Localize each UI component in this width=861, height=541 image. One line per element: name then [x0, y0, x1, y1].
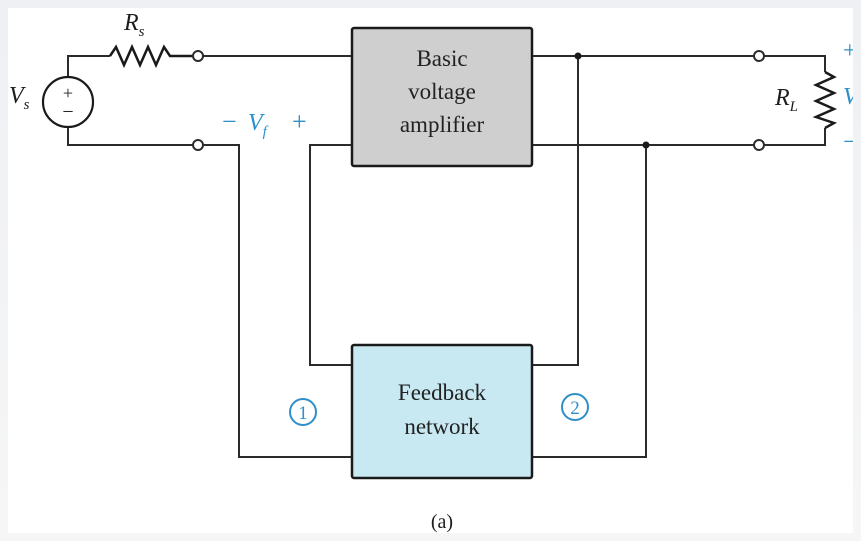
rs-label: Rs [123, 10, 145, 40]
voltage-source [41, 75, 95, 129]
source-minus-sign: − [62, 101, 73, 123]
wire-amp-bottom-to-feedback [309, 144, 352, 366]
junction-dot-top [574, 52, 582, 60]
wire-input-to-feedback [203, 144, 352, 458]
wire-source-bottom [67, 120, 193, 146]
vf-minus-sign: − [222, 107, 237, 136]
basic-voltage-amplifier-block [350, 26, 534, 168]
rs-label-sub: s [139, 24, 145, 40]
vs-label: Vs [9, 83, 30, 113]
output-terminal-top [753, 50, 765, 62]
figure-canvas: + − Basic voltage amplifier [8, 8, 853, 533]
rs-resistor [108, 43, 193, 69]
input-terminal-bottom [192, 139, 204, 151]
rs-label-main: R [123, 10, 139, 36]
wire-source-top [67, 55, 110, 84]
rl-label-main: R [774, 85, 790, 111]
vo-plus-sign: + [843, 38, 853, 64]
port-2-marker [561, 393, 589, 421]
wire-feedback-bottom-tap [532, 145, 647, 458]
rl-label: RL [774, 85, 798, 115]
source-plus-sign: + [63, 83, 73, 103]
amp-label-line-1: Basic [416, 46, 467, 71]
port-2-label: 2 [570, 398, 580, 419]
output-terminal-bottom [753, 139, 765, 151]
feedback-network-block [350, 343, 534, 480]
wire-load [764, 55, 826, 146]
vf-label: Vf [248, 110, 269, 140]
vo-minus-sign: − [843, 127, 853, 156]
port-1-marker [289, 398, 317, 426]
rl-resistor [812, 70, 838, 130]
feedback-amplifier-diagram: + − Basic voltage amplifier [9, 10, 853, 533]
vo-label: V [843, 84, 853, 110]
figure-caption: (a) [431, 511, 453, 533]
vf-label-main: V [248, 110, 265, 136]
vs-label-sub: s [24, 97, 30, 113]
input-terminal-top [192, 50, 204, 62]
vs-label-main: V [9, 83, 26, 109]
vf-plus-sign: + [292, 107, 307, 136]
feedback-label-line-1: Feedback [398, 380, 487, 405]
rl-label-sub: L [789, 99, 798, 115]
wire-feedback-top-tap [532, 56, 579, 366]
port-1-label: 1 [298, 403, 308, 424]
amp-label-line-3: amplifier [400, 112, 485, 137]
feedback-label-line-2: network [404, 414, 480, 439]
amp-label-line-2: voltage [408, 79, 476, 104]
junction-dot-bottom [642, 141, 650, 149]
vf-label-sub: f [263, 124, 269, 140]
